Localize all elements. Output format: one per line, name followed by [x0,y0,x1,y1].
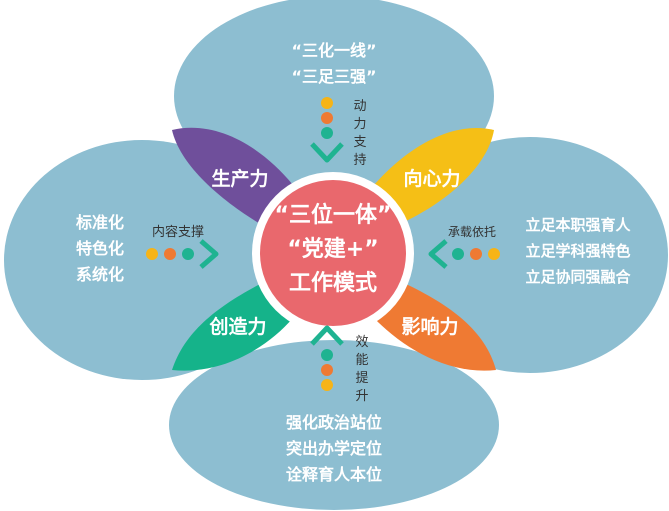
left-dot-teal [182,248,194,260]
bottom-connector-char-1: 效 [355,335,368,350]
left-dot-orange [164,248,176,260]
right-dot-teal [452,248,464,260]
petals [172,127,496,371]
top-section: “三化一线” “三足三强” 动 力 支 持 [291,41,376,168]
right-dot-yellow [488,248,500,260]
bottom-section: 效 能 提 升 强化政治站位 突出办学定位 诠释育人本位 [286,325,382,484]
bottom-line-3: 诠释育人本位 [286,465,382,484]
petal-label-top-right: 向心力 [403,167,460,190]
bottom-dot-teal [321,349,333,361]
bottom-dot-yellow [321,379,333,391]
petal-top-right [374,128,494,222]
left-section: 标准化 特色化 系统化 内容支撑 [75,213,219,284]
bottom-dot-orange [321,364,333,376]
petal-bottom-left [172,283,293,371]
blob-bottom [169,340,499,510]
bottom-chevron-up-icon [310,325,344,346]
blob-right [392,137,668,373]
top-chevron-down-icon [310,142,344,163]
left-line-3: 系统化 [76,265,124,284]
center-line2: “党建+” [287,237,378,262]
bottom-line-2: 突出办学定位 [286,439,382,458]
petal-top-left [172,127,293,225]
right-line-3: 立足协同强融合 [525,268,631,286]
center-line3: 工作模式 [289,271,377,296]
petal-label-bottom-left: 创造力 [208,315,266,338]
petal-label-bottom-right: 影响力 [401,315,458,338]
bottom-line-1: 强化政治站位 [286,413,382,432]
blob-top [174,0,494,196]
top-line-1: “三化一线” [291,41,376,60]
top-line-2: “三足三强” [291,67,376,86]
right-connector-label: 承载依托 [448,224,496,239]
petal-label-top-left: 生产力 [211,167,268,190]
top-connector-char-2: 力 [353,117,366,132]
left-line-1: 标准化 [75,213,124,232]
top-connector-char-3: 支 [353,135,366,150]
top-connector-char-1: 动 [353,99,366,114]
left-chevron-right-icon [199,239,219,269]
center-line1: “三位一体” [275,202,392,228]
right-dot-orange [470,248,482,260]
top-dot-teal [321,127,333,139]
center-circle-fill [260,180,406,326]
right-line-2: 立足学科强特色 [525,242,630,260]
bottom-connector-char-4: 升 [355,389,368,404]
left-connector-label: 内容支撑 [152,224,204,240]
top-dot-orange [321,112,333,124]
left-dot-yellow [146,248,158,260]
right-section: 立足本职强育人 立足学科强特色 立足协同强融合 承载依托 [428,216,631,286]
bottom-connector-char-2: 能 [355,353,368,368]
right-chevron-left-icon [428,239,448,269]
bottom-connector-char-3: 提 [355,370,368,386]
left-line-2: 特色化 [76,239,124,258]
petal-bottom-right [374,283,496,371]
top-dot-yellow [321,97,333,109]
top-connector-char-4: 持 [353,153,366,168]
right-line-1: 立足本职强育人 [525,216,631,234]
